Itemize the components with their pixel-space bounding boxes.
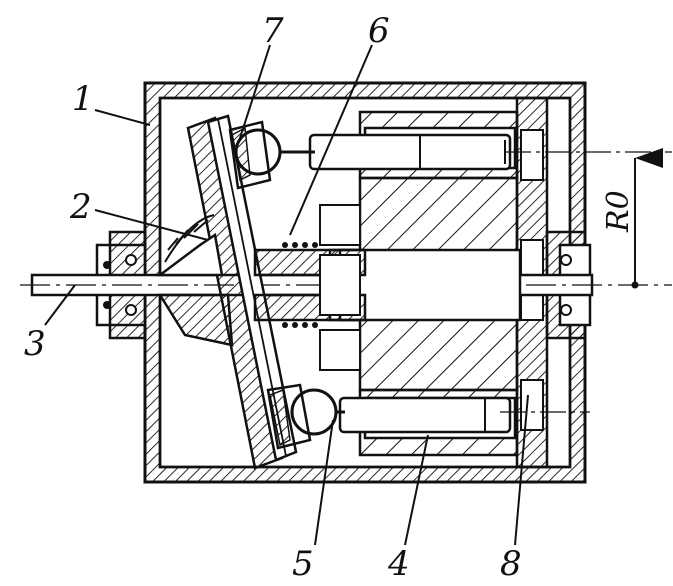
- label-7: 7: [262, 11, 284, 51]
- label-2: 2: [69, 187, 92, 227]
- radius-label: R0: [601, 190, 636, 233]
- label-6: 6: [368, 11, 390, 51]
- piston-bottom: [318, 396, 590, 434]
- label-4: 4: [387, 544, 410, 584]
- leader-lines: [44, 44, 529, 546]
- radius-dimension: [631, 148, 663, 289]
- ball-joint-top: [228, 120, 282, 190]
- spring-coils: [282, 242, 318, 328]
- label-5: 5: [292, 544, 314, 584]
- label-1: 1: [72, 79, 94, 119]
- spring-sleeve: [253, 242, 367, 328]
- swash-hub: [156, 214, 234, 347]
- label-3: 3: [24, 324, 46, 364]
- label-8: 8: [500, 544, 522, 584]
- ball-joint-bottom: [266, 383, 338, 450]
- piston-top: [280, 133, 512, 171]
